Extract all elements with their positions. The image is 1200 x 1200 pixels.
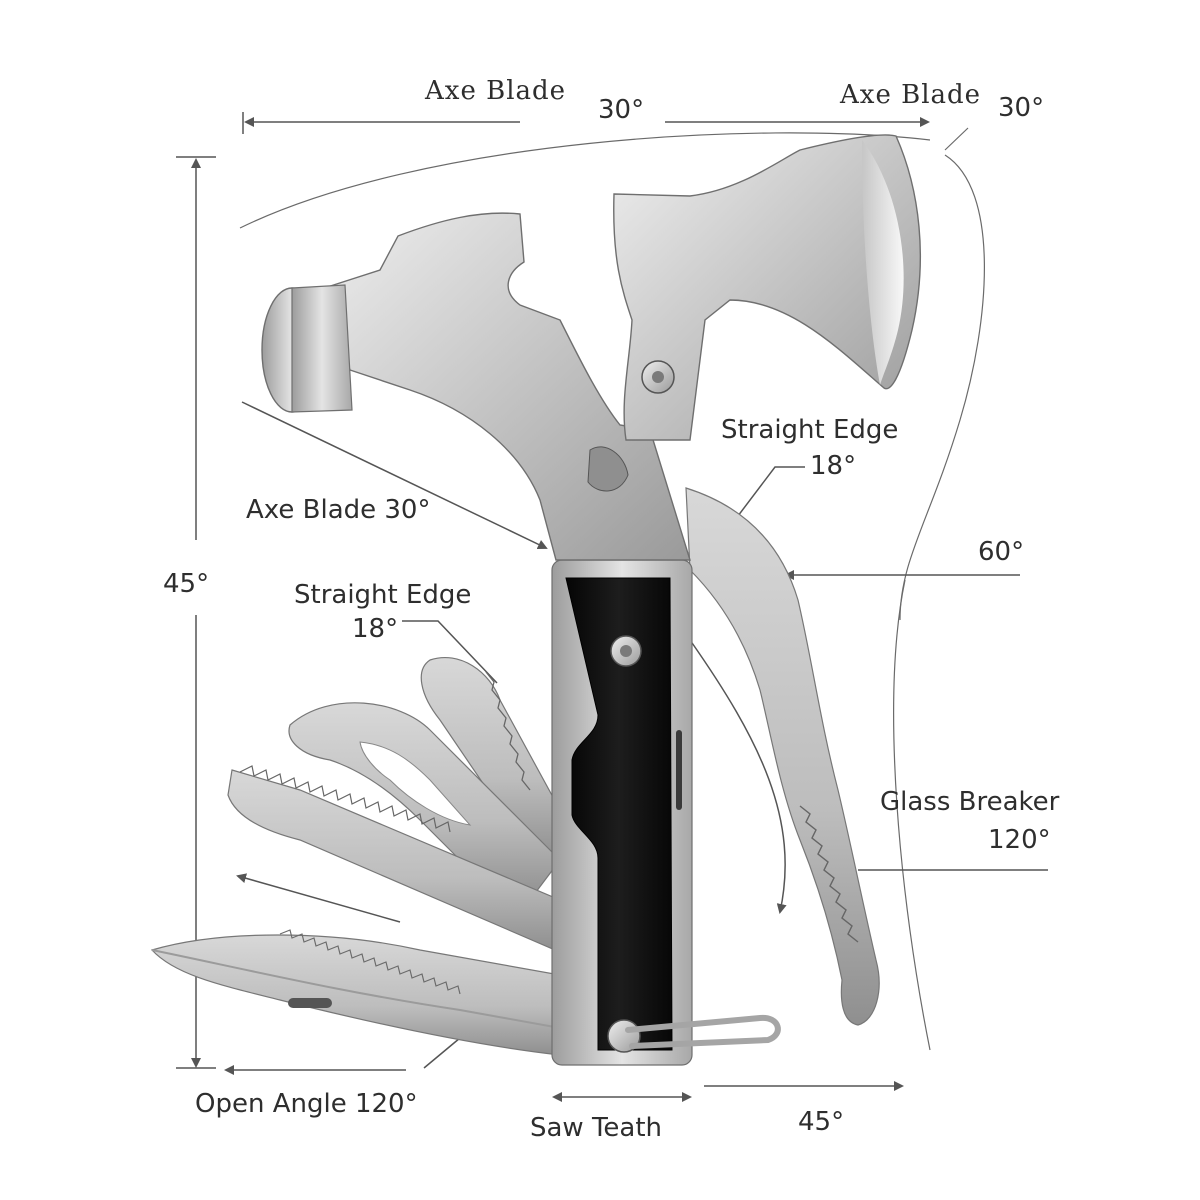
- leader-open-angle: [423, 1037, 461, 1069]
- hammer-axe-head: [261, 134, 921, 561]
- lanyard-clip: [625, 1014, 781, 1049]
- bottle-opener-cutout: [359, 741, 472, 826]
- label-straight-edge-left: Straight Edge: [294, 580, 472, 610]
- folding-tools: [150, 657, 576, 1056]
- leader-straight-edge-left: [402, 620, 498, 684]
- handle-rivet-inner: [620, 645, 632, 657]
- handle: [551, 559, 781, 1066]
- guide-arc-top: [239, 132, 931, 229]
- label-angle-top-center: 30°: [598, 95, 645, 125]
- label-glass-breaker-angle: 120°: [988, 825, 1051, 855]
- hammer-neck: [291, 284, 353, 413]
- label-saw-teeth: Saw Teath: [530, 1113, 663, 1143]
- label-axe-blade-top-right: Axe Blade: [840, 80, 982, 110]
- label-angle-60: 60°: [978, 537, 1025, 567]
- leader-axe-blade-left: [241, 401, 548, 550]
- leader-curve-center: [689, 639, 787, 914]
- label-angle-bottom-45: 45°: [798, 1107, 845, 1137]
- label-straight-edge-right-angle: 18°: [810, 451, 857, 481]
- label-axe-blade-left: Axe Blade 30°: [246, 495, 431, 525]
- handle-right-slot: [676, 730, 682, 810]
- label-angle-top-right: 30°: [998, 93, 1045, 123]
- label-straight-edge-left-angle: 18°: [352, 614, 399, 644]
- guide-curves: [239, 127, 985, 1051]
- label-angle-left-45: 45°: [163, 569, 210, 599]
- axe-edge-bevel: [862, 140, 904, 385]
- guide-arc-right: [899, 154, 985, 621]
- saw-blade-middle-teeth: [239, 765, 451, 833]
- label-open-angle: Open Angle 120°: [195, 1089, 418, 1119]
- bottle-opener-notch: [587, 446, 629, 492]
- knife-blade: [150, 934, 561, 1056]
- knife-edge-bevel: [151, 949, 561, 1029]
- label-axe-blade-top-left: Axe Blade: [425, 76, 567, 106]
- guide-line-right-upper: [944, 127, 969, 151]
- handle-black-scale: [565, 577, 673, 1051]
- label-glass-breaker: Glass Breaker: [880, 787, 1060, 817]
- pry-bar-body: [685, 487, 880, 1026]
- saw-blade-upper-teeth: [485, 671, 531, 791]
- knife-nail-nick: [288, 998, 332, 1008]
- axe-pivot-rivet-inner: [652, 371, 664, 383]
- axe-head: [613, 134, 921, 441]
- pry-bar-saw-teeth: [799, 805, 859, 943]
- knife-spine-saw: [279, 929, 461, 995]
- dimension-lines: [176, 112, 1048, 1102]
- pry-bar-claw: [685, 487, 880, 1026]
- label-straight-edge-right: Straight Edge: [721, 415, 899, 445]
- guide-arc-right-lower: [893, 579, 931, 1051]
- leader-left-diagonal: [236, 873, 401, 923]
